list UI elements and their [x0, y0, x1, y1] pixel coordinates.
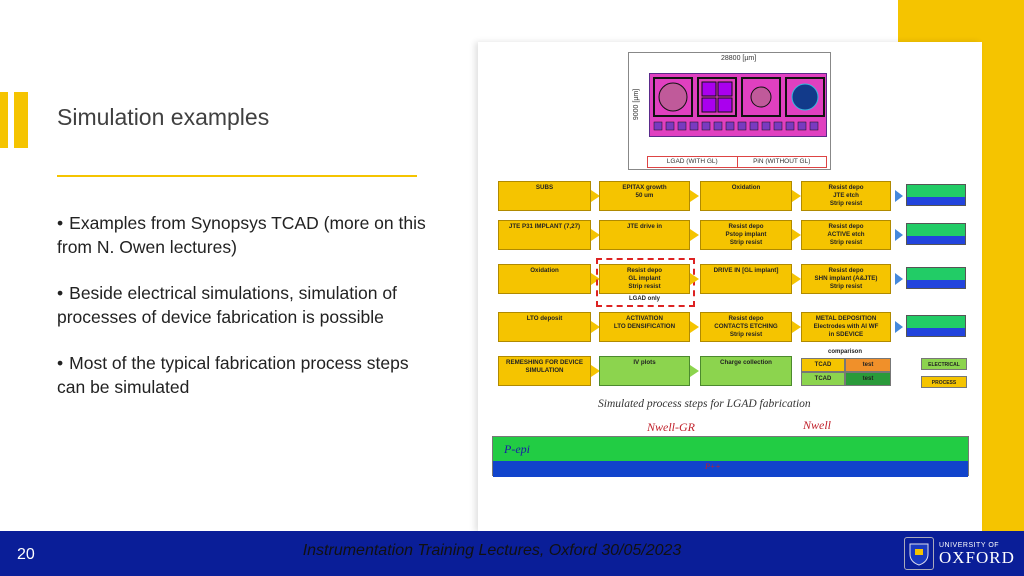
flow-box: ACTIVATION LTO DENSIFICATION [599, 312, 690, 342]
process-thumbnail [906, 184, 966, 206]
flow-arrow [690, 273, 699, 285]
bullet-marker: • [57, 283, 64, 303]
left-accent-bar-2 [14, 92, 28, 148]
oxford-crest-icon [904, 537, 934, 570]
flow-box: Resist depo ACTIVE etch Strip resist [801, 220, 891, 250]
comparison-label: comparison [828, 349, 863, 355]
flow-box: LTO deposit [498, 312, 591, 342]
figure-caption: Simulated process steps for LGAD fabrica… [598, 398, 811, 410]
layout-image: 28800 [µm] 9000 [µm] LGAD (WITH GL) PiN … [628, 52, 831, 170]
layout-chip [649, 73, 827, 137]
flow-box: METAL DEPOSITION Electrodes with Al WF i… [801, 312, 891, 342]
flow-arrow [690, 190, 699, 202]
flow-arrow [792, 229, 801, 241]
flow-box: EPITAX growth 50 um [599, 181, 690, 211]
footer-bar [0, 531, 1024, 576]
flow-arrow [591, 321, 600, 333]
lgad-label: LGAD (WITH GL) [666, 158, 718, 165]
result-arrow [895, 321, 903, 333]
flow-arrow [792, 190, 801, 202]
flow-arrow [792, 321, 801, 333]
flow-arrow [591, 229, 600, 241]
flow-box: IV plots [599, 356, 690, 386]
flow-box: Resist depo GL implant Strip resist [599, 264, 690, 294]
flow-arrow [690, 229, 699, 241]
p-plus-label: P++ [705, 462, 721, 471]
bullet-item: •Beside electrical simulations, simulati… [57, 282, 437, 329]
flow-box: REMESHING FOR DEVICE SIMULATION [498, 356, 591, 386]
right-accent-bar [982, 0, 1024, 532]
flow-arrow [792, 273, 801, 285]
flow-box: JTE drive in [599, 220, 690, 250]
flow-arrow [591, 273, 600, 285]
bullet-item: •Most of the typical fabrication process… [57, 352, 437, 399]
flow-box: Oxidation [498, 264, 591, 294]
flow-box: Resist depo JTE etch Strip resist [801, 181, 891, 211]
nwell-label: Nwell [803, 418, 832, 432]
bullet-marker: • [57, 213, 64, 233]
bullet-item: •Examples from Synopsys TCAD (more on th… [57, 212, 437, 259]
process-thumbnail [906, 315, 966, 337]
crest-icon [909, 543, 929, 566]
flow-box: Resist depo Pstop implant Strip resist [700, 220, 792, 250]
layout-labels: LGAD (WITH GL) PiN (WITHOUT GL) [647, 156, 827, 168]
result-arrow [895, 273, 903, 285]
flow-arrow [690, 321, 699, 333]
flow-arrow [591, 365, 600, 377]
footer-text: Instrumentation Training Lectures, Oxfor… [302, 542, 682, 559]
layout-chip-drawing [653, 77, 825, 131]
result-arrow [895, 229, 903, 241]
result-arrow [895, 190, 903, 202]
p-epi-label: P-epi [504, 442, 530, 456]
bullet-list: •Examples from Synopsys TCAD (more on th… [57, 212, 437, 422]
compare-cell: TCAD [801, 372, 845, 386]
flow-box: JTE P31 IMPLANT (7,27) [498, 220, 591, 250]
bullet-text: Examples from Synopsys TCAD (more on thi… [57, 213, 426, 257]
compare-cell: TCAD [801, 358, 845, 372]
pin-label: PiN (WITHOUT GL) [736, 157, 827, 167]
layout-width-label: 28800 [µm] [721, 55, 757, 62]
slide-title: Simulation examples [57, 104, 270, 130]
flow-box: DRIVE IN [GL implant] [700, 264, 792, 294]
process-thumbnail [906, 267, 966, 289]
process-thumbnail [906, 223, 966, 245]
legend-process: PROCESS [921, 376, 967, 388]
cross-section-substrate [493, 461, 968, 477]
nwell-gr-label: Nwell-GR [647, 420, 695, 434]
bullet-text: Most of the typical fabrication process … [57, 353, 409, 397]
layout-height-label: 9000 [µm] [633, 88, 641, 121]
logo-top-text: UNIVERSITY OF [939, 541, 1000, 549]
flow-arrow [591, 190, 600, 202]
cross-section-epi [493, 437, 968, 461]
flow-box: Resist depo CONTACTS ETCHING Strip resis… [700, 312, 792, 342]
cross-section [492, 436, 969, 477]
oxford-logo: UNIVERSITY OF OXFORD [904, 535, 1016, 572]
legend-electrical: ELECTRICAL [921, 358, 967, 370]
slide-number: 20 [17, 546, 35, 563]
lgad-only-label: LGAD only [629, 296, 660, 302]
bullet-text: Beside electrical simulations, simulatio… [57, 283, 397, 327]
flow-box: Charge collection [700, 356, 792, 386]
logo-main-text: OXFORD [939, 547, 1015, 567]
bullet-marker: • [57, 353, 64, 373]
flow-box: Resist depo SHN implant (A&JTE) Strip re… [801, 264, 891, 294]
flow-box: Oxidation [700, 181, 792, 211]
compare-cell: test [845, 372, 891, 386]
compare-cell: test [845, 358, 891, 372]
title-underline [57, 175, 417, 177]
left-accent-bar-1 [0, 92, 8, 148]
flow-box: SUBS [498, 181, 591, 211]
flow-arrow [690, 365, 699, 377]
